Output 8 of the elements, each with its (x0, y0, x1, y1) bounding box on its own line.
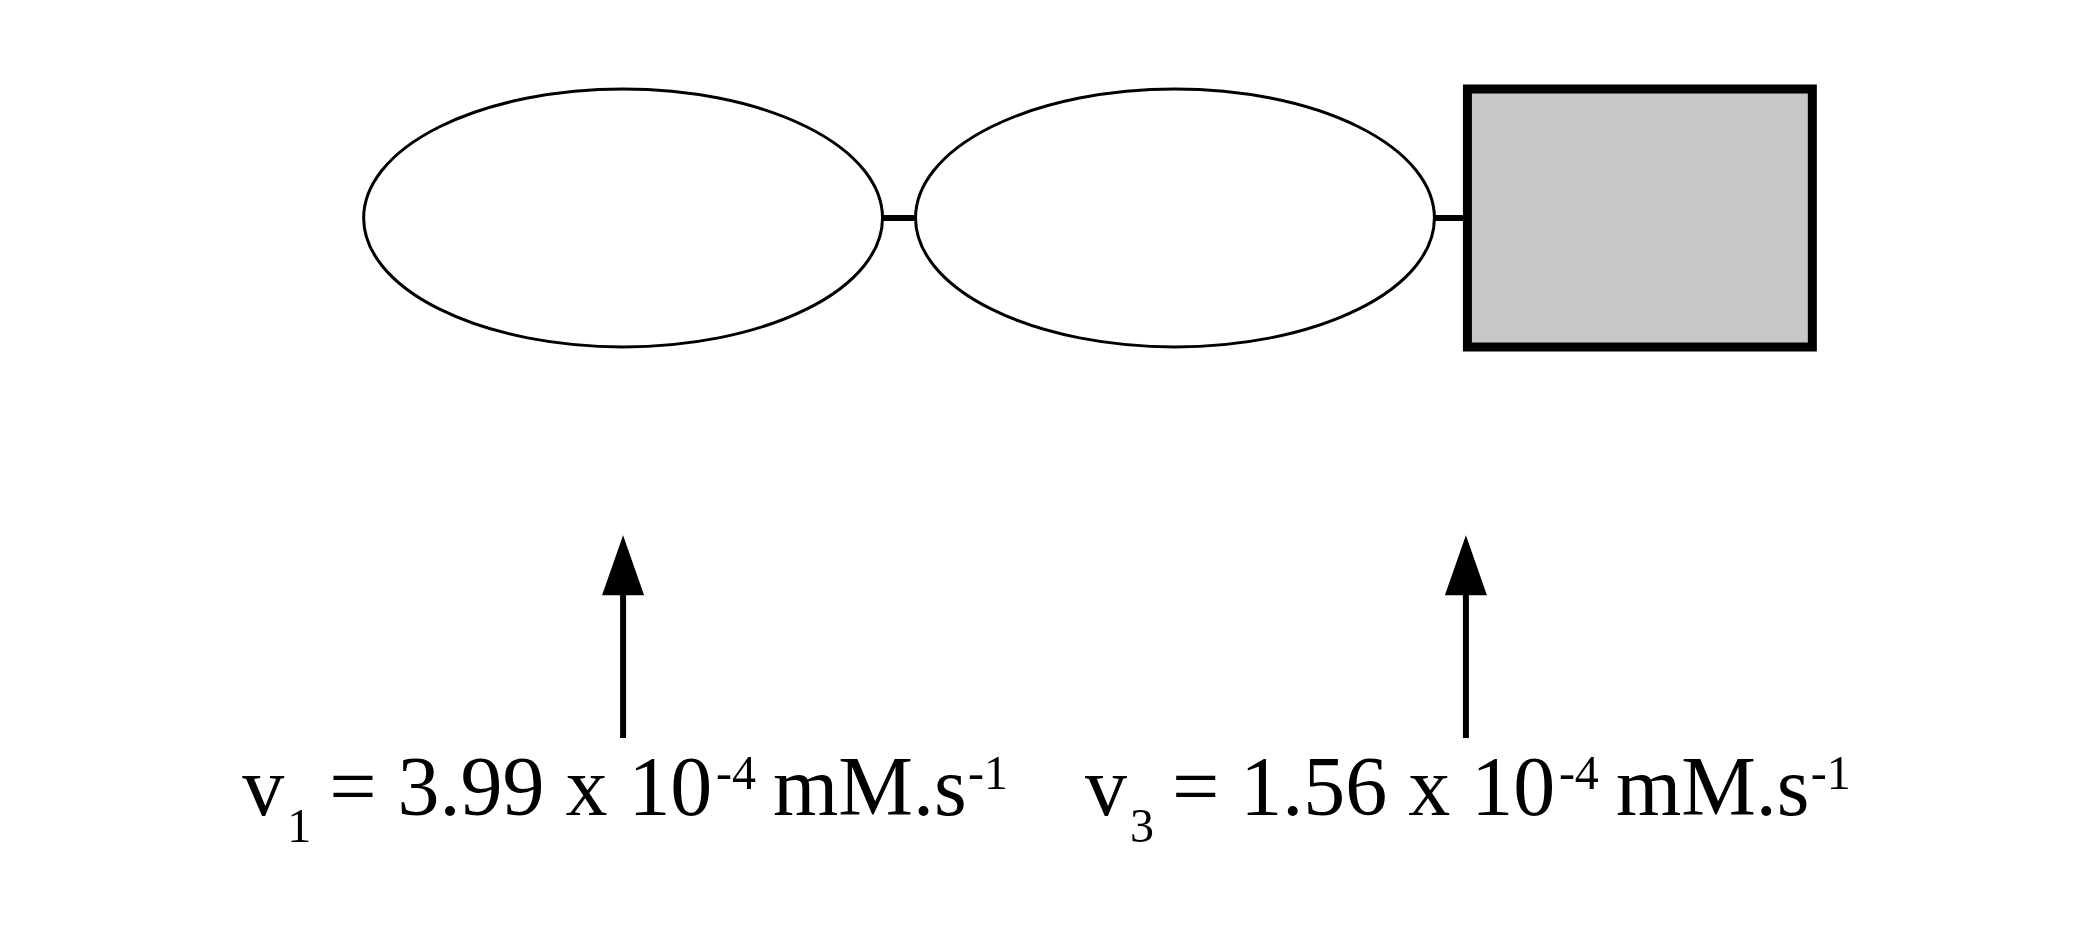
node-ellipse (362, 87, 885, 348)
connector (882, 214, 915, 221)
arrow (602, 534, 645, 738)
node-box (1462, 84, 1817, 351)
node-text: v$_{3}$ = 1.56 x 10$^{-4}$ mM.s$^{-1}$ (1084, 739, 1851, 852)
node-ellipse (914, 87, 1436, 348)
arrow (1444, 534, 1487, 738)
node-text: v$_{1}$ = 3.99 x 10$^{-4}$ mM.s$^{-1}$ (242, 739, 1008, 852)
